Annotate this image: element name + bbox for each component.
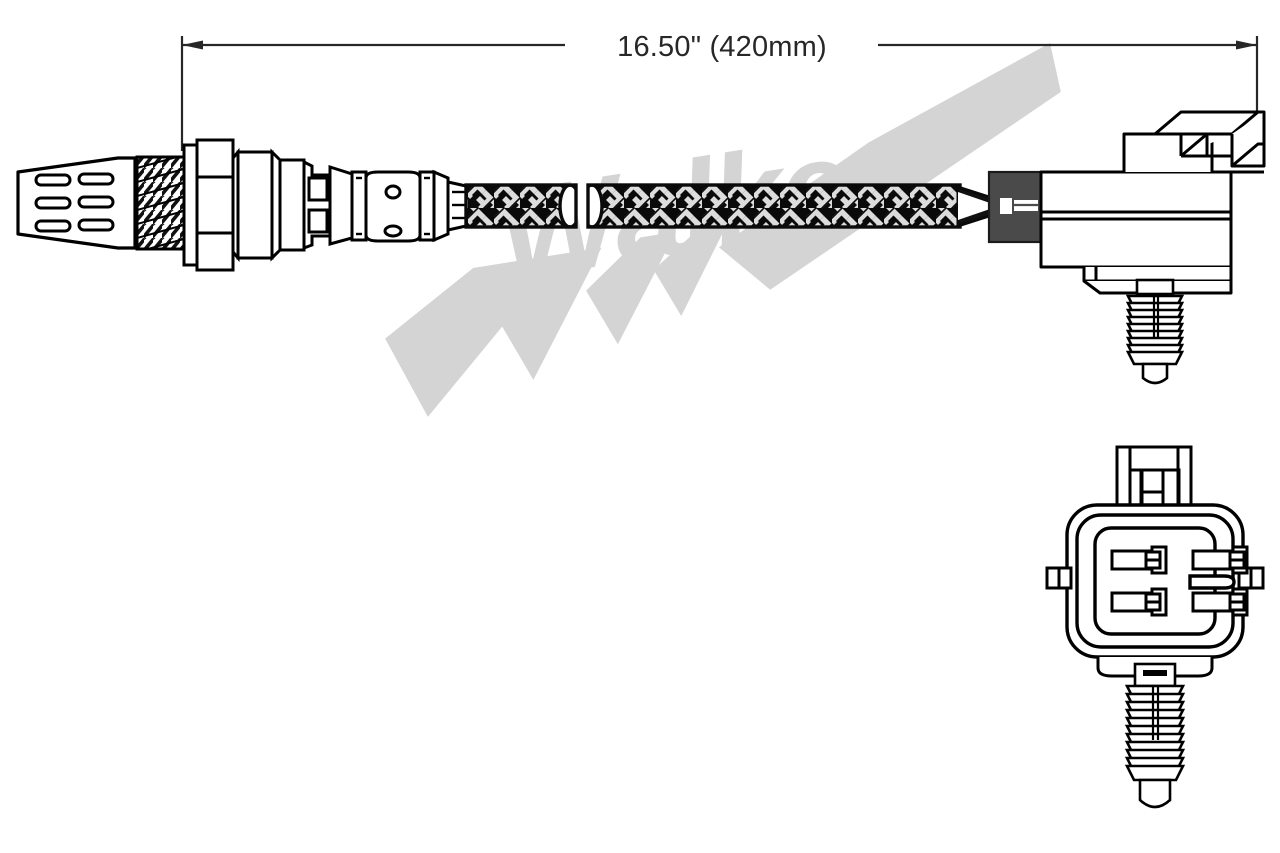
sensor-washer-flange (182, 143, 199, 267)
connector-retaining-peg-main (1125, 278, 1185, 385)
dimension-label: 16.50" (420mm) (617, 31, 827, 63)
walker-watermark: Walker (385, 42, 1061, 417)
connector-face-detail-view (1045, 445, 1265, 678)
terminal-cavity-3 (1110, 587, 1168, 617)
connector-grommet-block (987, 170, 1043, 244)
braided-cable-segment-near (464, 183, 578, 229)
sensor-body-ferrule (278, 158, 332, 252)
connector-retaining-peg-detail (1124, 662, 1186, 809)
terminal-cavity-4 (1191, 587, 1249, 617)
hex-nut (195, 138, 235, 272)
clamp-end-cap (432, 169, 468, 243)
threaded-mounting-boss (135, 155, 186, 251)
connector-terminal-cavities (1110, 545, 1249, 617)
dimension-arrow-left (182, 40, 203, 50)
sensor-body-shoulder (231, 147, 282, 263)
terminal-cavity-1 (1110, 545, 1168, 575)
strain-relief-funnel (956, 184, 994, 229)
terminal-cavity-2 (1191, 545, 1249, 575)
sensor-body-cone (328, 164, 354, 246)
connector-side-latch-left (1045, 566, 1073, 590)
dimension-arrow-right (1236, 40, 1257, 50)
sensor-tip-vent-slots (34, 172, 115, 233)
connector-side-view (1039, 110, 1266, 295)
peg-barbs-detail (1124, 684, 1186, 782)
braided-cable-segment-far (586, 183, 962, 229)
cable-clamp-collar (350, 170, 436, 243)
connector-keying-rib (1188, 574, 1236, 590)
